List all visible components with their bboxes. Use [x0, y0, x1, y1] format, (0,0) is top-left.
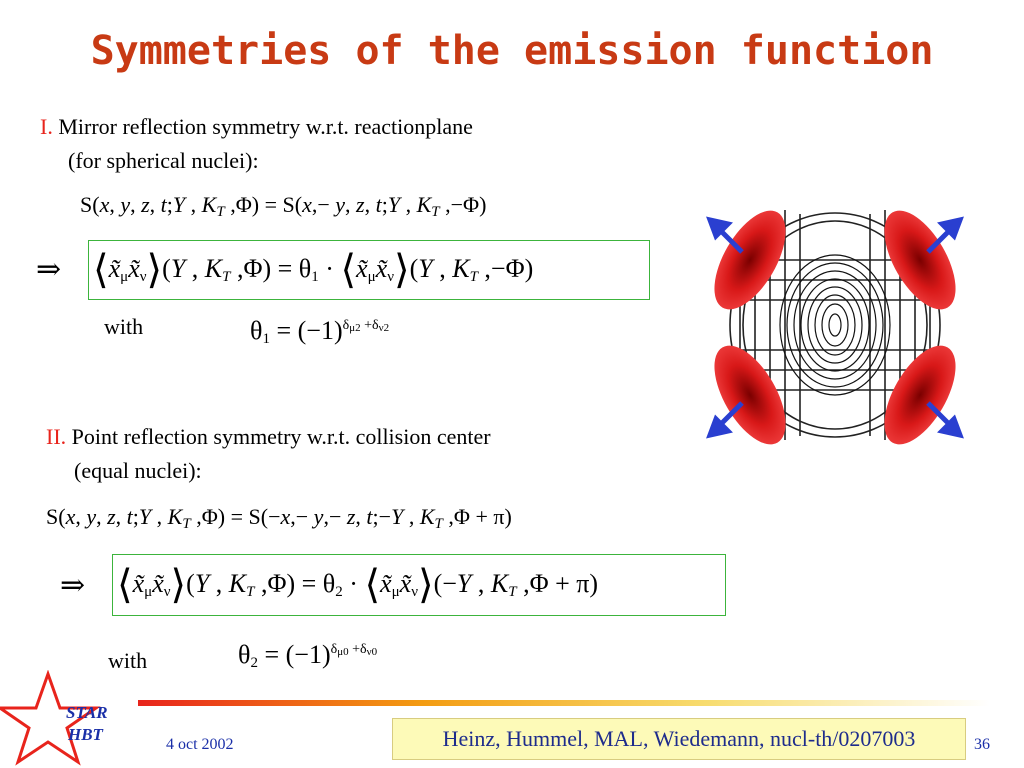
- contour-rings: [779, 254, 891, 396]
- footer-divider: [138, 700, 990, 706]
- equation-2-symmetry: S(x, y, z, t;Y , KT ,Φ) = S(−x,− y,− z, …: [46, 504, 512, 532]
- slide-title: Symmetries of the emission function: [90, 28, 934, 74]
- lobe-top-right: [884, 210, 956, 310]
- equation-1-symmetry: S(x, y, z, t;Y , KT ,Φ) = S(x,− y, z, t;…: [80, 192, 487, 220]
- section-2-heading: II. Point reflection symmetry w.r.t. col…: [46, 424, 491, 450]
- implies-arrow-2: ⇒: [60, 569, 86, 602]
- section-1-roman: I.: [40, 114, 53, 139]
- footer-reference: Heinz, Hummel, MAL, Wiedemann, nucl-th/0…: [392, 718, 966, 760]
- lobe-top-left: [714, 210, 786, 310]
- implies-arrow-1: ⇒: [36, 253, 62, 286]
- equation-2-theta: θ2 = (−1)δμ0 +δν0: [238, 640, 378, 671]
- emission-ellipsoid-figure: [706, 210, 964, 445]
- star-logo-icon: STAR HBT: [0, 670, 108, 766]
- section-1-with: with: [104, 314, 144, 339]
- section-2-roman: II.: [46, 424, 67, 449]
- section-2-with: with: [108, 648, 148, 673]
- section-1-heading: I. Mirror reflection symmetry w.r.t. rea…: [40, 114, 473, 140]
- page-number: 36: [974, 736, 990, 753]
- direction-arrows: [706, 216, 964, 439]
- lobe-bottom-right: [884, 345, 956, 445]
- logo-text-hbt: HBT: [67, 725, 104, 744]
- equation-1-boxed: ⟨x̃μx̃ν⟩(Y , KT ,Φ) = θ1 · ⟨x̃μx̃ν⟩(Y , …: [88, 240, 650, 300]
- section-1-subheading: (for spherical nuclei):: [68, 148, 259, 173]
- section-2-subheading: (equal nuclei):: [74, 458, 202, 483]
- lobe-bottom-left: [714, 345, 786, 445]
- section-2-heading-text: Point reflection symmetry w.r.t. collisi…: [71, 424, 491, 449]
- equation-1-theta: θ1 = (−1)δμ2 +δν2: [250, 316, 390, 347]
- equation-2-boxed: ⟨x̃μx̃ν⟩(Y , KT ,Φ) = θ2 · ⟨x̃μx̃ν⟩(−Y ,…: [112, 554, 726, 616]
- section-1-heading-text: Mirror reflection symmetry w.r.t. reacti…: [58, 114, 473, 139]
- footer-date: 4 oct 2002: [166, 736, 234, 753]
- logo-text-star: STAR: [66, 703, 108, 722]
